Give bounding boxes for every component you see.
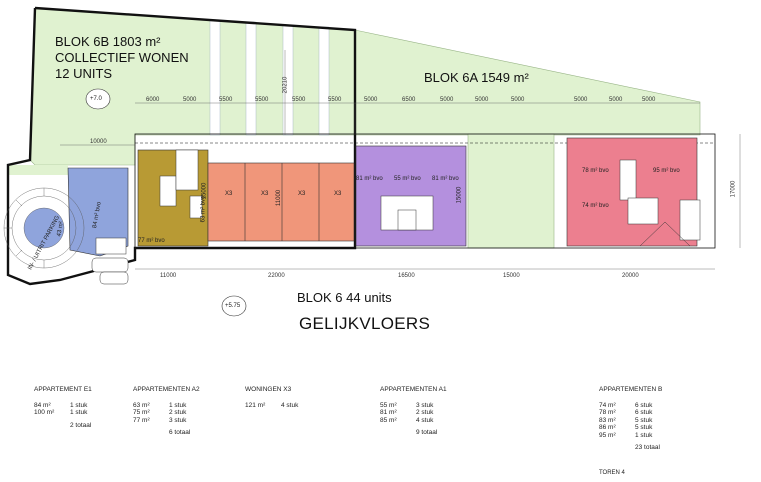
block-6b-title: BLOK 6B 1803 m² bbox=[55, 34, 161, 49]
dim-top-11: 5000 bbox=[511, 97, 525, 103]
dim-top-4: 5500 bbox=[255, 97, 269, 103]
table-a2-count: 1 stuk bbox=[169, 401, 187, 409]
dim-top-8: 6500 bbox=[402, 97, 416, 103]
table-a1-total: 9 totaal bbox=[416, 429, 438, 436]
parked-cars bbox=[91, 257, 129, 285]
unit-x3-label-1: X3 bbox=[225, 191, 233, 197]
table-a1-area: 85 m² bbox=[380, 416, 397, 424]
dim-top-14: 5000 bbox=[642, 97, 656, 103]
table-b-count: 6 stuk bbox=[635, 401, 653, 409]
table-x3-area: 121 m² bbox=[245, 401, 266, 409]
dim-bottom-4: 15000 bbox=[503, 273, 520, 279]
table-b-count: 5 stuk bbox=[635, 424, 653, 431]
table-a2-area: 75 m² bbox=[133, 409, 150, 416]
unit-b-label-3: 74 m² bvo bbox=[582, 203, 609, 209]
dim-top-12: 5000 bbox=[574, 97, 588, 103]
table-a1-count: 2 stuk bbox=[416, 409, 434, 416]
level-label-1: +7.0 bbox=[90, 96, 102, 102]
site-area-left bbox=[8, 165, 68, 175]
dim-right: 17000 bbox=[730, 180, 737, 198]
table-b-count: 1 stuk bbox=[635, 431, 653, 439]
table-a1-count: 4 stuk bbox=[416, 416, 434, 424]
unit-b-label-2: 95 m² bvo bbox=[653, 168, 680, 174]
dim-top-6: 5500 bbox=[328, 97, 342, 103]
parking-ramp bbox=[3, 187, 85, 269]
table-e1-area: 84 m² bbox=[34, 401, 51, 409]
dim-bottom-2: 22000 bbox=[268, 273, 285, 279]
dim-top-13: 5000 bbox=[609, 97, 623, 103]
table-a1-area: 55 m² bbox=[380, 401, 397, 409]
unit-a1-dim: 15000 bbox=[456, 186, 463, 204]
unit-a2-dim: 15000 bbox=[201, 182, 208, 200]
block-6a-title: BLOK 6A 1549 m² bbox=[424, 70, 529, 85]
unit-a2b-label: 77 m² bvo bbox=[138, 238, 165, 244]
table-b-area: 86 m² bbox=[599, 424, 616, 431]
table-x3-count: 4 stuk bbox=[281, 401, 299, 409]
table-a1-count: 3 stuk bbox=[416, 401, 434, 409]
unit-x3 bbox=[207, 162, 355, 242]
dim-bottom-5: 20000 bbox=[622, 273, 639, 279]
dim-top-3: 5500 bbox=[219, 97, 233, 103]
table-a1-head: APPARTEMENTEN A1 bbox=[380, 386, 447, 393]
unit-x3-label-3: X3 bbox=[298, 191, 306, 197]
block-6b-units: 12 UNITS bbox=[55, 66, 113, 81]
level-markers bbox=[85, 88, 247, 317]
block-6-title: BLOK 6 44 units bbox=[297, 290, 392, 305]
table-b-count: 5 stuk bbox=[635, 416, 653, 424]
table-e1-count: 1 stuk bbox=[70, 409, 88, 416]
building-outline bbox=[134, 133, 716, 249]
table-a2-head: APPARTEMENTEN A2 bbox=[133, 386, 200, 393]
unit-a1c-label: 81 m² bvo bbox=[432, 176, 459, 182]
table-a2-area: 63 m² bbox=[133, 401, 150, 409]
table-e1-head: APPARTEMENT E1 bbox=[34, 386, 92, 393]
unit-a1b-label: 55 m² bvo bbox=[394, 176, 421, 182]
table-e1-area: 100 m² bbox=[34, 409, 55, 416]
dim-top-5: 5500 bbox=[292, 97, 306, 103]
site-area-middle bbox=[467, 133, 555, 249]
dim-bottom-3: 16500 bbox=[398, 273, 415, 279]
table-b-area: 78 m² bbox=[599, 409, 616, 416]
unit-b-label-1: 78 m² bvo bbox=[582, 168, 609, 174]
unit-x3-label-4: X3 bbox=[334, 191, 342, 197]
dim-left: 10000 bbox=[90, 139, 107, 145]
table-x3-head: WONINGEN X3 bbox=[245, 386, 292, 393]
dim-top-9: 5000 bbox=[440, 97, 454, 103]
dim-vertical-top: 20210 bbox=[282, 76, 289, 94]
table-b-area: 95 m² bbox=[599, 431, 616, 439]
level-label-2: +5.75 bbox=[225, 303, 241, 309]
dim-bottom-1: 11000 bbox=[160, 273, 177, 279]
dim-top-7: 5000 bbox=[364, 97, 378, 103]
table-b-area: 83 m² bbox=[599, 416, 616, 424]
unit-x3-dim: 11000 bbox=[276, 189, 283, 207]
dim-top-2: 5000 bbox=[183, 97, 197, 103]
dim-top-10: 5000 bbox=[475, 97, 489, 103]
unit-x3-label-2: X3 bbox=[261, 191, 269, 197]
table-a1: APPARTEMENTEN A1 55 m² 3 stuk 81 m² 2 stuk… bbox=[380, 386, 447, 437]
table-e1-count: 1 stuk bbox=[70, 401, 88, 409]
table-x3: WONINGEN X3 121 m² 4 stuk bbox=[245, 386, 298, 409]
table-a2: APPARTEMENTEN A2 63 m² 1 stuk 75 m² 2 stuk… bbox=[133, 386, 200, 437]
table-a1-area: 81 m² bbox=[380, 409, 397, 416]
toren-label: TOREN 4 bbox=[599, 470, 625, 476]
table-b-count: 6 stuk bbox=[635, 409, 653, 416]
table-b-head: APPARTEMENTEN B bbox=[599, 386, 663, 393]
dim-top-1: 6000 bbox=[146, 97, 160, 103]
block-6b-subtitle: COLLECTIEF WONEN bbox=[55, 50, 189, 65]
table-a2-total: 6 totaal bbox=[169, 429, 191, 436]
floor-title: GELIJKVLOERS bbox=[299, 314, 431, 333]
block-6b-outline bbox=[6, 6, 357, 286]
table-e1-total: 2 totaal bbox=[70, 421, 92, 429]
unit-a1a-label: 81 m² bvo bbox=[356, 176, 383, 182]
site-area-6b bbox=[29, 7, 356, 166]
table-b-area: 74 m² bbox=[599, 401, 616, 409]
table-a2-count: 2 stuk bbox=[169, 409, 187, 416]
table-b-total: 23 totaal bbox=[635, 444, 660, 451]
table-a2-count: 3 stuk bbox=[169, 416, 187, 424]
table-a2-area: 77 m² bbox=[133, 416, 150, 424]
unit-a2-label: 63 m² bvo bbox=[200, 195, 207, 223]
